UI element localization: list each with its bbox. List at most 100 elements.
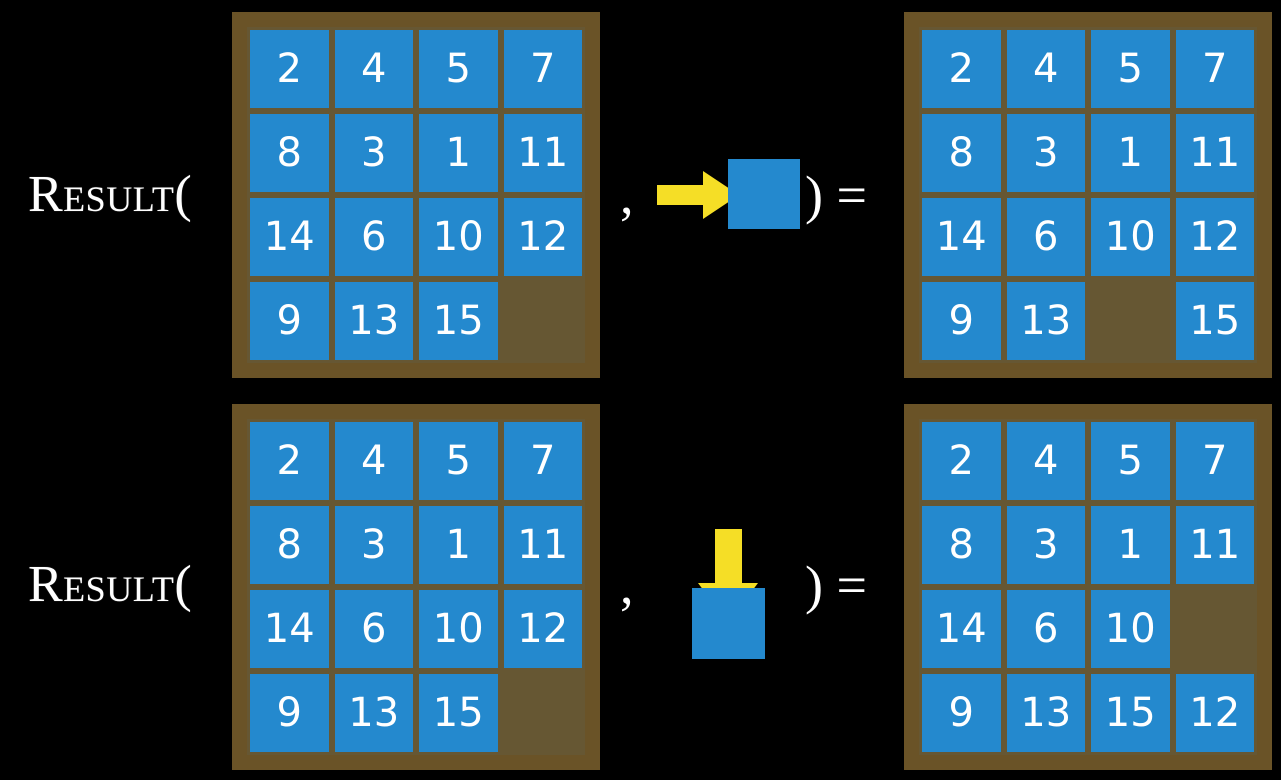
puzzle-tile[interactable]: 15 xyxy=(1175,282,1254,360)
puzzle-tile[interactable]: 6 xyxy=(1006,198,1085,276)
puzzle-tile[interactable]: 11 xyxy=(1175,506,1254,584)
puzzle-tile[interactable]: 13 xyxy=(1006,674,1085,752)
puzzle-tile[interactable]: 12 xyxy=(503,198,582,276)
puzzle-tile[interactable]: 7 xyxy=(503,30,582,108)
puzzle-tile[interactable]: 6 xyxy=(334,590,413,668)
board-cell[interactable]: 10 xyxy=(1088,587,1173,671)
puzzle-tile[interactable]: 1 xyxy=(1091,114,1170,192)
puzzle-tile[interactable]: 7 xyxy=(503,422,582,500)
board-cell[interactable]: 1 xyxy=(1088,503,1173,587)
board-cell[interactable]: 4 xyxy=(1004,27,1089,111)
puzzle-tile[interactable]: 2 xyxy=(922,422,1001,500)
puzzle-tile[interactable]: 6 xyxy=(1006,590,1085,668)
puzzle-tile[interactable]: 14 xyxy=(922,590,1001,668)
board-cell[interactable] xyxy=(501,279,586,363)
board-cell[interactable]: 13 xyxy=(1004,671,1089,755)
board-cell[interactable]: 14 xyxy=(247,587,332,671)
board-cell[interactable]: 14 xyxy=(247,195,332,279)
puzzle-tile[interactable]: 15 xyxy=(1091,674,1170,752)
board-cell[interactable]: 5 xyxy=(416,27,501,111)
puzzle-tile[interactable]: 15 xyxy=(419,674,498,752)
puzzle-tile[interactable]: 13 xyxy=(334,674,413,752)
board-cell[interactable]: 12 xyxy=(501,195,586,279)
puzzle-tile[interactable]: 12 xyxy=(503,590,582,668)
puzzle-blank-slot[interactable] xyxy=(1176,590,1255,668)
puzzle-tile[interactable]: 2 xyxy=(922,30,1001,108)
puzzle-tile[interactable]: 14 xyxy=(250,590,329,668)
puzzle-tile[interactable]: 4 xyxy=(1006,30,1085,108)
puzzle-tile[interactable]: 3 xyxy=(334,506,413,584)
board-cell[interactable]: 15 xyxy=(1173,279,1258,363)
board-cell[interactable]: 7 xyxy=(501,27,586,111)
board-cell[interactable]: 8 xyxy=(247,503,332,587)
board-cell[interactable]: 9 xyxy=(247,279,332,363)
board-cell[interactable]: 12 xyxy=(501,587,586,671)
board-cell[interactable]: 4 xyxy=(332,419,417,503)
puzzle-tile[interactable]: 4 xyxy=(334,30,413,108)
puzzle-tile[interactable]: 8 xyxy=(250,114,329,192)
puzzle-tile[interactable]: 4 xyxy=(1006,422,1085,500)
slide-down-action[interactable] xyxy=(688,511,768,659)
board-cell[interactable]: 8 xyxy=(919,111,1004,195)
puzzle-blank-slot[interactable] xyxy=(504,282,583,360)
board-cell[interactable]: 2 xyxy=(919,27,1004,111)
puzzle-tile[interactable]: 2 xyxy=(250,30,329,108)
puzzle-tile[interactable]: 12 xyxy=(1175,198,1254,276)
board-cell[interactable]: 15 xyxy=(416,671,501,755)
board-cell[interactable]: 1 xyxy=(416,111,501,195)
puzzle-tile[interactable]: 1 xyxy=(1091,506,1170,584)
board-cell[interactable]: 14 xyxy=(919,195,1004,279)
board-cell[interactable]: 11 xyxy=(501,503,586,587)
puzzle-tile[interactable]: 9 xyxy=(250,674,329,752)
board-cell[interactable]: 13 xyxy=(332,671,417,755)
board-cell[interactable]: 11 xyxy=(1173,111,1258,195)
puzzle-tile[interactable]: 5 xyxy=(419,422,498,500)
slide-right-action[interactable] xyxy=(655,159,800,231)
puzzle-tile[interactable]: 13 xyxy=(1006,282,1085,360)
board-cell[interactable]: 7 xyxy=(501,419,586,503)
puzzle-tile[interactable]: 11 xyxy=(503,506,582,584)
board-cell[interactable]: 13 xyxy=(332,279,417,363)
board-cell[interactable]: 15 xyxy=(1088,671,1173,755)
board-cell[interactable]: 13 xyxy=(1004,279,1089,363)
puzzle-tile[interactable]: 10 xyxy=(1091,590,1170,668)
board-cell[interactable]: 1 xyxy=(416,503,501,587)
puzzle-tile[interactable]: 3 xyxy=(1006,506,1085,584)
puzzle-tile[interactable]: 4 xyxy=(334,422,413,500)
puzzle-tile[interactable]: 1 xyxy=(419,506,498,584)
puzzle-tile[interactable]: 11 xyxy=(503,114,582,192)
board-cell[interactable]: 10 xyxy=(1088,195,1173,279)
puzzle-tile[interactable]: 10 xyxy=(1091,198,1170,276)
puzzle-tile[interactable]: 11 xyxy=(1175,114,1254,192)
puzzle-tile[interactable]: 7 xyxy=(1175,422,1254,500)
board-cell[interactable] xyxy=(1173,587,1258,671)
board-cell[interactable]: 12 xyxy=(1173,671,1258,755)
puzzle-tile[interactable]: 1 xyxy=(419,114,498,192)
board-cell[interactable]: 7 xyxy=(1173,27,1258,111)
board-cell[interactable]: 5 xyxy=(1088,27,1173,111)
board-cell[interactable]: 2 xyxy=(247,27,332,111)
board-cell[interactable]: 3 xyxy=(1004,503,1089,587)
board-cell[interactable]: 1 xyxy=(1088,111,1173,195)
board-cell[interactable]: 6 xyxy=(332,195,417,279)
puzzle-tile[interactable]: 7 xyxy=(1175,30,1254,108)
board-cell[interactable]: 6 xyxy=(1004,587,1089,671)
board-cell[interactable]: 3 xyxy=(1004,111,1089,195)
puzzle-tile[interactable]: 3 xyxy=(1006,114,1085,192)
board-cell[interactable]: 12 xyxy=(1173,195,1258,279)
puzzle-tile[interactable]: 5 xyxy=(1091,422,1170,500)
board-cell[interactable]: 11 xyxy=(1173,503,1258,587)
puzzle-tile[interactable]: 10 xyxy=(419,590,498,668)
puzzle-tile[interactable]: 15 xyxy=(419,282,498,360)
puzzle-tile[interactable]: 3 xyxy=(334,114,413,192)
board-cell[interactable]: 5 xyxy=(1088,419,1173,503)
board-cell[interactable]: 4 xyxy=(1004,419,1089,503)
puzzle-tile[interactable]: 8 xyxy=(250,506,329,584)
board-cell[interactable]: 15 xyxy=(416,279,501,363)
puzzle-tile[interactable]: 9 xyxy=(922,282,1001,360)
board-cell[interactable]: 10 xyxy=(416,195,501,279)
board-cell[interactable]: 3 xyxy=(332,503,417,587)
puzzle-tile[interactable]: 8 xyxy=(922,506,1001,584)
board-cell[interactable]: 7 xyxy=(1173,419,1258,503)
puzzle-tile[interactable]: 6 xyxy=(334,198,413,276)
